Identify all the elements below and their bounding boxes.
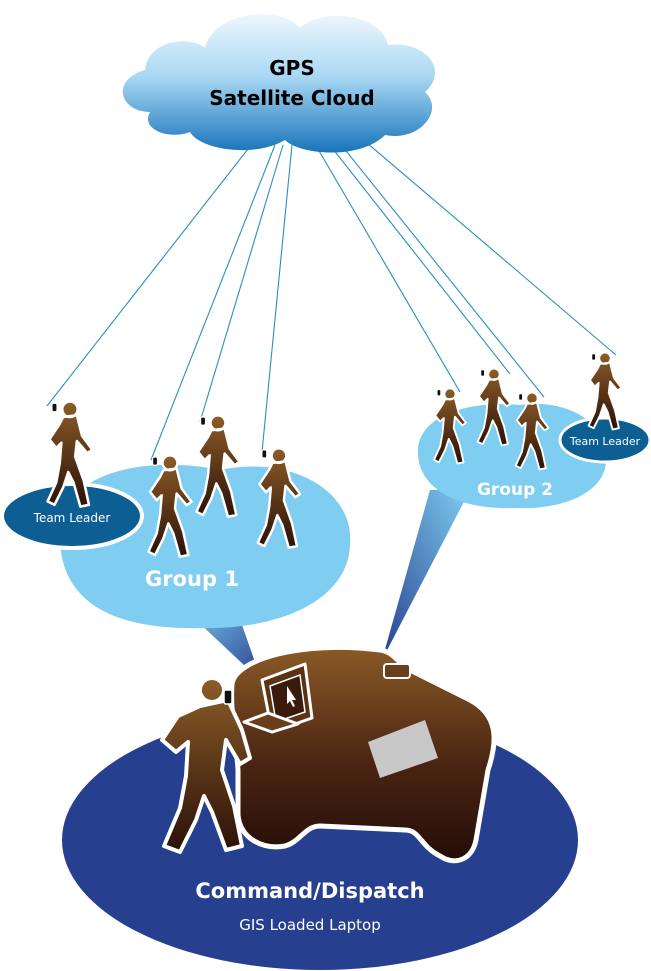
gps-link bbox=[340, 120, 616, 355]
group2-leader-disc: Team Leader bbox=[560, 418, 650, 462]
gps-link bbox=[308, 132, 460, 392]
cloud-title: GPS bbox=[269, 56, 314, 80]
gps-link bbox=[326, 126, 544, 397]
gps-link bbox=[151, 145, 275, 460]
gps-link bbox=[47, 140, 255, 406]
group2-label: Group 2 bbox=[477, 480, 553, 500]
command-title: Command/Dispatch bbox=[195, 879, 424, 903]
gps-cloud: GPS Satellite Cloud bbox=[123, 14, 435, 152]
gps-link bbox=[200, 145, 283, 422]
cloud-subtitle: Satellite Cloud bbox=[209, 86, 375, 110]
gps-link bbox=[262, 145, 292, 452]
gps-link bbox=[318, 130, 510, 374]
group1-leader-disc: Team Leader bbox=[2, 484, 142, 548]
group1-leader-label: Team Leader bbox=[33, 511, 111, 525]
command-subtitle: GIS Loaded Laptop bbox=[239, 916, 381, 934]
group2-leader-label: Team Leader bbox=[569, 435, 641, 448]
group2-beam bbox=[382, 490, 470, 660]
group1-label: Group 1 bbox=[145, 567, 239, 591]
